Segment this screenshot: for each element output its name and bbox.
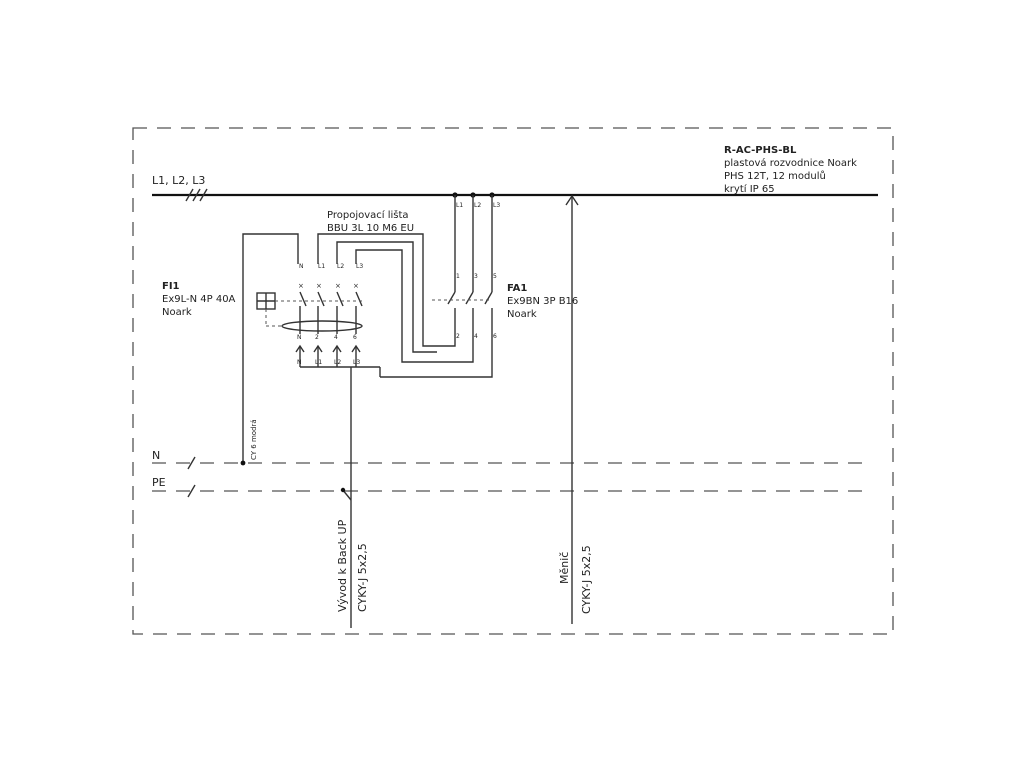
svg-text:×: × [298, 282, 304, 290]
inverter-output: Měnič CYKY-J 5x2,5 [558, 194, 593, 624]
rcd-in-n: N [297, 359, 302, 366]
panel-code: R-AC-PHS-BL [724, 145, 797, 156]
bus-tap-l2: L2 [474, 202, 481, 209]
bus-label: L1, L2, L3 [152, 174, 205, 187]
svg-text:×: × [335, 282, 341, 290]
svg-text:×: × [316, 282, 322, 290]
rcd-fi1: FI1 Ex9L-N 4P 40A Noark N L1 L2 L3 × × ×… [162, 263, 380, 368]
link-bar-model: BBU 3L 10 M6 EU [327, 223, 414, 234]
panel-desc-line2: PHS 12T, 12 modulů [724, 170, 826, 182]
mcb-model: Ex9BN 3P B16 [507, 296, 578, 307]
mcb-fa1: 1 3 5 2 4 6 FA1 Ex9BN 3P B16 Noark [432, 273, 578, 340]
backup-cable: CYKY-J 5x2,5 [356, 543, 369, 612]
bus-tap-l3: L3 [493, 202, 500, 209]
rcd-brand: Noark [162, 307, 192, 318]
panel-title-block: R-AC-PHS-BL plastová rozvodnice Noark PH… [724, 145, 857, 195]
rcd-tag: FI1 [162, 281, 180, 292]
rcd-top-l2: L2 [337, 263, 344, 270]
mcb-top-3: 3 [474, 273, 478, 280]
rcd-top-n: N [299, 263, 304, 270]
svg-text:×: × [353, 282, 359, 290]
enclosure-boundary [132, 127, 894, 635]
inverter-title: Měnič [558, 552, 571, 584]
mcb-top-5: 5 [493, 273, 497, 280]
neutral-wire-label: CY 6 modrá [250, 419, 258, 460]
backup-output: Vývod k Back UP CYKY-J 5x2,5 [336, 367, 369, 628]
rcd-bottom-n: N [297, 334, 302, 341]
rcd-in-l3: L3 [353, 359, 360, 366]
rcd-bottom-6: 6 [353, 334, 357, 341]
bus-tap-l1: L1 [456, 202, 463, 209]
panel-desc-line3: krytí IP 65 [724, 183, 775, 195]
mcb-top-1: 1 [456, 273, 460, 280]
pe-rail-label: PE [152, 476, 166, 489]
rcd-top-l1: L1 [318, 263, 325, 270]
mcb-bottom-2: 2 [456, 333, 460, 340]
rcd-in-l2: L2 [334, 359, 341, 366]
pe-rail: PE [152, 476, 872, 498]
link-bar-title: Propojovací lišta [327, 209, 409, 221]
rcd-model: Ex9L-N 4P 40A [162, 294, 236, 305]
inverter-cable: CYKY-J 5x2,5 [580, 545, 593, 614]
rcd-current-transformer [281, 320, 363, 332]
mcb-brand: Noark [507, 309, 537, 320]
rcd-top-l3: L3 [356, 263, 363, 270]
main-bus: L1, L2, L3 L1 L2 L3 [152, 174, 878, 209]
mcb-bottom-4: 4 [474, 333, 478, 340]
rcd-bottom-2: 2 [315, 334, 319, 341]
rcd-in-l1: L1 [315, 359, 322, 366]
neutral-rail-label: N [152, 449, 160, 462]
link-bar-wiring [242, 233, 493, 463]
mcb-tag: FA1 [507, 283, 527, 294]
rcd-bottom-4: 4 [334, 334, 338, 341]
backup-title: Vývod k Back UP [336, 519, 349, 612]
neutral-rail: N [152, 449, 872, 470]
mcb-bottom-6: 6 [493, 333, 497, 340]
panel-desc-line1: plastová rozvodnice Noark [724, 157, 857, 169]
